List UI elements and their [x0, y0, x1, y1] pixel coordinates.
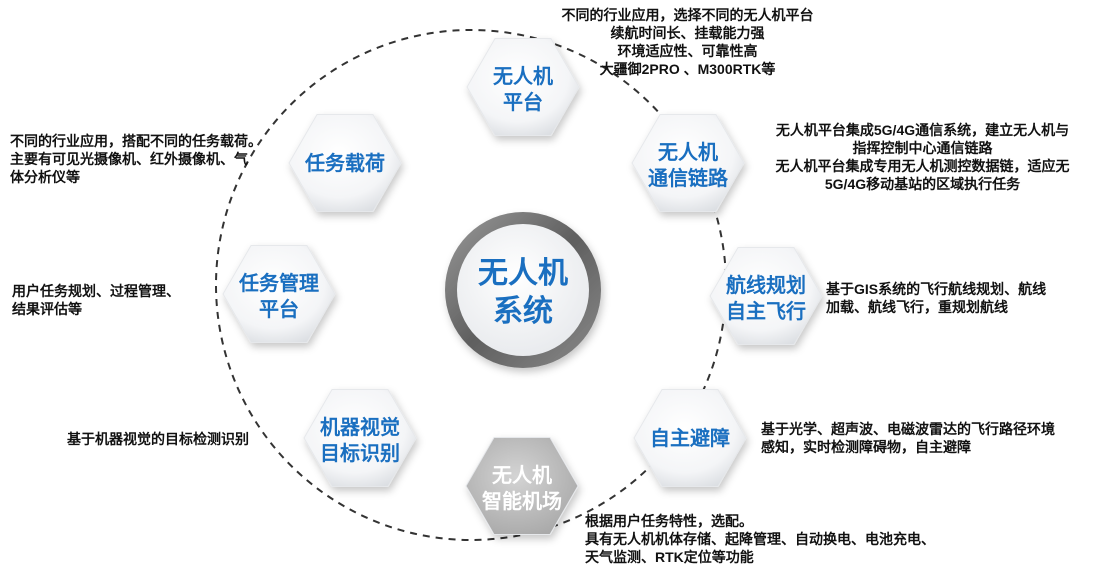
description-line: 根据用户任务特性，选配。 — [585, 513, 753, 529]
node-avoid-description: 基于光学、超声波、电磁波雷达的飞行路径环境感知，实时检测障碍物，自主避障 — [761, 420, 1055, 456]
node-route-label-line1: 航线规划 — [726, 273, 806, 297]
description-line: 无人机平台集成5G/4G通信系统，建立无人机与 — [775, 122, 1070, 138]
node-avoid-hexagon — [633, 389, 747, 487]
node-mission-label-line2: 平台 — [259, 297, 299, 321]
description-line: 主要有可见光摄像机、红外摄像机、气 — [10, 151, 248, 167]
description-line: 天气监测、RTK定位等功能 — [585, 549, 754, 565]
description-line: 指挥控制中心通信链路 — [852, 140, 993, 156]
description-line: 基于光学、超声波、电磁波雷达的飞行路径环境 — [761, 421, 1055, 437]
node-comm-description: 无人机平台集成5G/4G通信系统，建立无人机与指挥控制中心通信链路无人机平台集成… — [750, 121, 1095, 193]
description-line: 5G/4G移动基站的区域执行任务 — [824, 176, 1021, 192]
node-platform-label-line2: 平台 — [503, 90, 543, 114]
description-line: 具有无人机机体存储、起降管理、自动换电、电池充电、 — [585, 531, 935, 547]
node-payload-label-line1: 任务载荷 — [304, 151, 385, 175]
node-comm-label-line2: 通信链路 — [648, 166, 729, 190]
node-route-label-line2: 自主飞行 — [726, 299, 806, 323]
node-vision-label-line2: 目标识别 — [320, 441, 400, 465]
description-line: 用户任务规划、过程管理、 — [12, 283, 180, 299]
description-line: 体分析仪等 — [10, 169, 80, 185]
description-line: 不同的行业应用，选择不同的无人机平台 — [561, 7, 814, 23]
description-line: 环境适应性、可靠性高 — [617, 43, 758, 59]
center-hub: 无人机 系统 — [445, 212, 601, 368]
node-comm-hexagon — [631, 114, 745, 212]
node-mission-label-line1: 任务管理 — [238, 271, 319, 295]
node-airport-description: 根据用户任务特性，选配。具有无人机机体存储、起降管理、自动换电、电池充电、天气监… — [585, 512, 935, 566]
node-airport-hexagon — [465, 437, 579, 535]
node-platform-description: 不同的行业应用，选择不同的无人机平台续航时间长、挂载能力强环境适应性、可靠性高大… — [540, 6, 835, 78]
node-airport-label-line2: 智能机场 — [482, 489, 562, 513]
description-line: 大疆御2PRO 、M300RTK等 — [599, 61, 776, 77]
node-mission-hexagon — [222, 245, 336, 343]
node-platform: 无人机平台 — [466, 38, 580, 136]
node-platform-hexagon — [466, 38, 580, 136]
description-line: 感知，实时检测障碍物，自主避障 — [761, 439, 971, 455]
node-vision-description: 基于机器视觉的目标检测识别 — [67, 430, 249, 448]
center-title-line2: 系统 — [493, 294, 553, 329]
node-route-description: 基于GIS系统的飞行航线规划、航线加载、航线飞行，重规划航线 — [826, 280, 1046, 316]
node-platform-label-line1: 无人机 — [493, 64, 553, 88]
description-line: 不同的行业应用，搭配不同的任务载荷。 — [10, 133, 262, 149]
description-line: 无人机平台集成专用无人机测控数据链，适应无 — [775, 158, 1070, 174]
node-payload-hexagon — [288, 114, 402, 212]
description-line: 基于机器视觉的目标检测识别 — [67, 431, 249, 447]
description-line: 加载、航线飞行，重规划航线 — [826, 299, 1008, 315]
node-comm-label-line1: 无人机 — [658, 140, 718, 164]
node-vision-label-line1: 机器视觉 — [320, 415, 400, 439]
description-line: 续航时间长、挂载能力强 — [610, 25, 765, 41]
node-payload-description: 不同的行业应用，搭配不同的任务载荷。主要有可见光摄像机、红外摄像机、气体分析仪等 — [10, 132, 262, 186]
node-airport-label-line1: 无人机 — [492, 463, 552, 487]
center-title-line1: 无人机 — [478, 256, 568, 291]
node-payload: 任务载荷 — [288, 114, 402, 212]
node-mission-description: 用户任务规划、过程管理、结果评估等 — [12, 282, 180, 318]
node-avoid-label-line1: 自主避障 — [650, 426, 730, 450]
description-line: 基于GIS系统的飞行航线规划、航线 — [826, 281, 1047, 297]
node-avoid: 自主避障 — [633, 389, 747, 487]
node-vision-hexagon — [303, 389, 417, 487]
description-line: 结果评估等 — [12, 301, 82, 317]
node-route-hexagon — [709, 247, 823, 345]
